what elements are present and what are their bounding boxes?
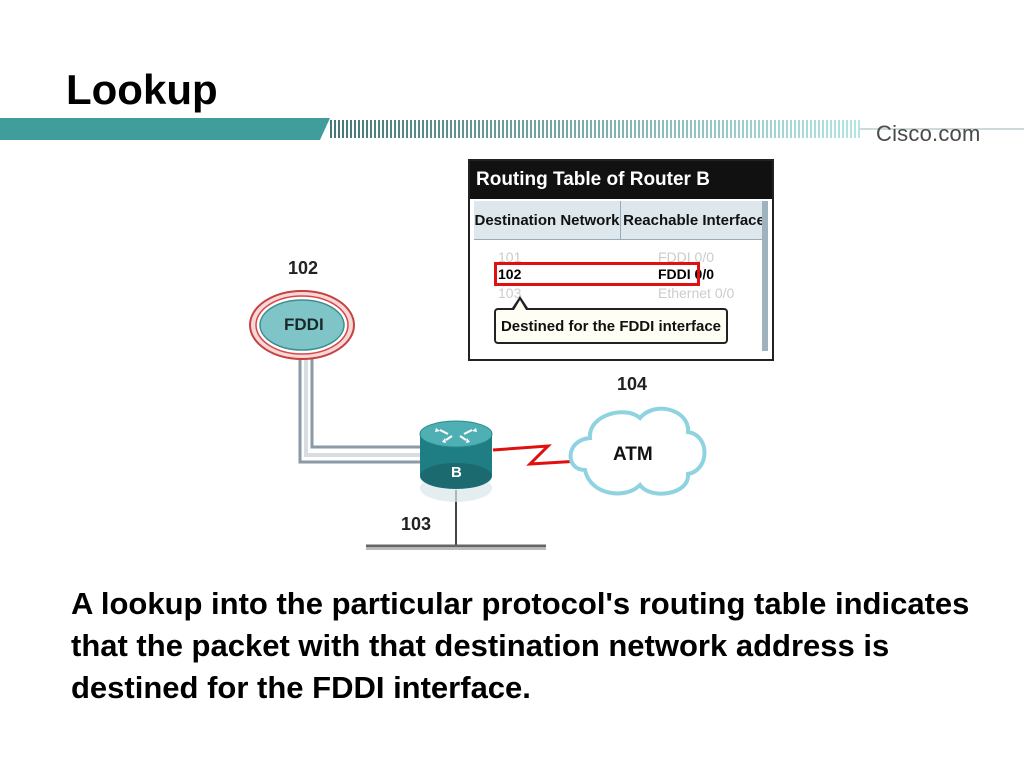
network-diagram [249, 290, 707, 550]
slide-title: Lookup [66, 66, 218, 113]
slide-caption: A lookup into the particular protocol's … [71, 586, 970, 705]
ethernet-network-number: 103 [401, 514, 432, 534]
routing-table-scrollbar [762, 201, 768, 351]
row-highlight-box [494, 262, 700, 286]
fddi-network-number: 102 [288, 258, 319, 278]
row-network: 101 [498, 249, 522, 265]
brand-logo-text: Cisco.com [876, 121, 981, 146]
fddi-label: FDDI [284, 315, 324, 334]
column-reachable-interface: Reachable Interface [621, 201, 767, 239]
row-network: 102 [498, 266, 522, 282]
callout-box: Destined for the FDDI interface [494, 308, 728, 344]
row-interface: FDDI 0/0 [658, 249, 715, 265]
routing-table-panel: Routing Table of Router B Destination Ne… [468, 159, 774, 361]
callout-pointer-fill [514, 300, 526, 310]
atm-label: ATM [613, 444, 653, 465]
header-bar [0, 118, 1024, 140]
table-row-highlighted: 102 FDDI 0/0 [498, 266, 738, 282]
fddi-ring [249, 290, 355, 360]
row-interface: FDDI 0/0 [658, 266, 715, 282]
row-interface: Ethernet 0/0 [658, 285, 735, 301]
router-icon [419, 420, 493, 502]
atm-cloud [568, 406, 707, 496]
serial-link [492, 444, 581, 466]
routing-table-header: Destination Network Reachable Interface [474, 201, 767, 240]
table-row: 103 Ethernet 0/0 [498, 285, 738, 301]
router-label: B [451, 464, 462, 481]
table-row: 101 FDDI 0/0 [498, 249, 738, 265]
routing-table-title: Routing Table of Router B [470, 161, 772, 199]
fddi-link [298, 355, 420, 464]
atm-network-number: 104 [617, 374, 648, 394]
column-destination-network: Destination Network [474, 201, 621, 239]
